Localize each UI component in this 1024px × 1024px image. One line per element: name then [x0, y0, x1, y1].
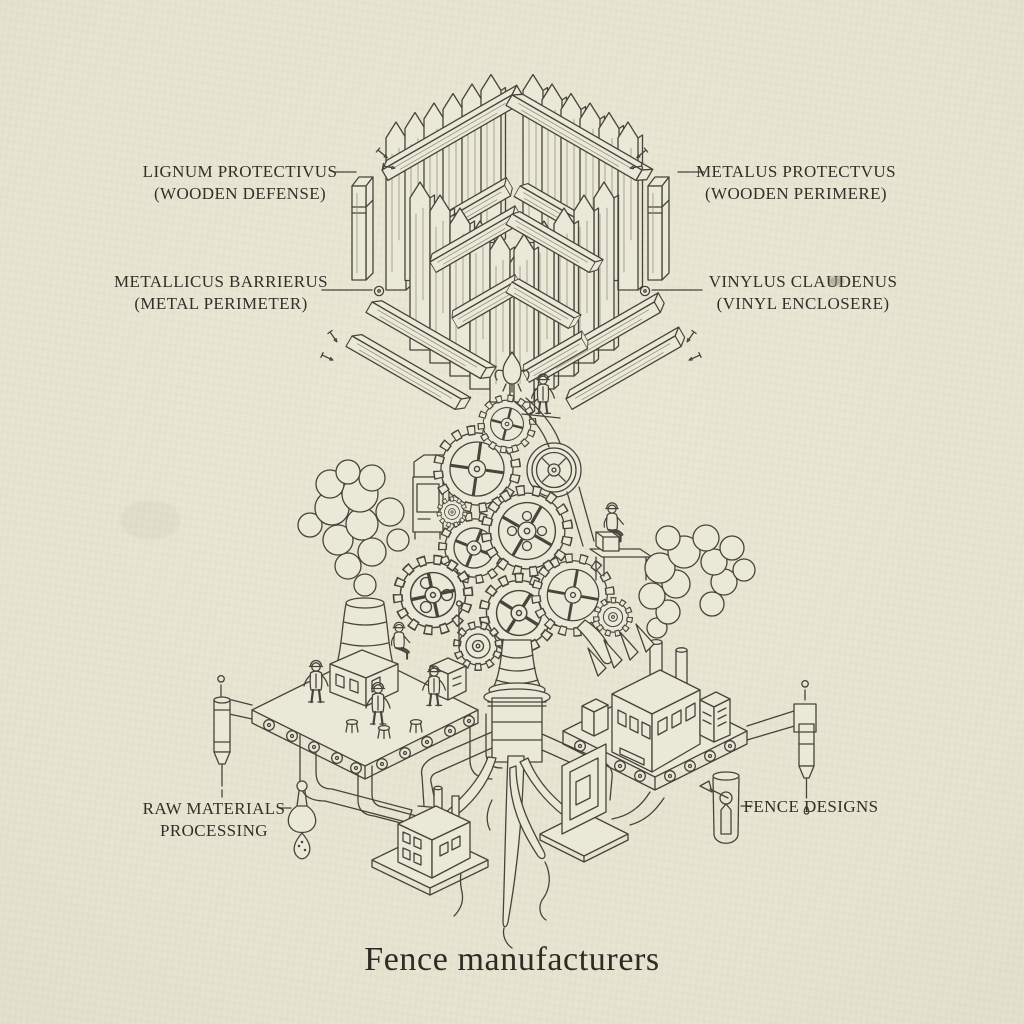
latin-name: METALLICUS BARRIERUS [114, 272, 328, 291]
latin-name: VINYLUS CLAUDENUS [708, 272, 898, 291]
process-label-line: PROCESSING [160, 820, 268, 840]
worker-figure [390, 621, 411, 660]
flask-icon [287, 780, 317, 860]
bottom-left-factory [371, 785, 489, 896]
gear-tree-illustration [391, 372, 653, 706]
right-post [647, 176, 670, 281]
label-metalus-protectvus: METALUS PROTECTVUS (WOODEN PERIMERE) [696, 161, 896, 205]
label-vinylus-claudenus: VINYLUS CLAUDENUS (VINYL ENCLOSERE) [709, 271, 898, 315]
process-label-line: FENCE DESIGNS [743, 797, 879, 816]
label-fence-designs: FENCE DESIGNS [743, 796, 878, 818]
pipes [299, 713, 503, 829]
label-metallicus-barrierus: METALLICUS BARRIERUS (METAL PERIMETER) [114, 271, 328, 315]
common-name: (VINYL ENCLOSERE) [716, 293, 890, 313]
machine-trunk [483, 639, 551, 706]
small-hut [581, 698, 609, 737]
right-factory-illustration [562, 524, 817, 826]
latin-name: LIGNUM PROTECTIVUS [142, 162, 338, 181]
left-injector [213, 674, 253, 798]
factory-building [587, 623, 701, 773]
control-box [699, 691, 731, 743]
common-name: (METAL PERIMETER) [134, 293, 308, 313]
sprout-icon [494, 351, 530, 393]
poster-title: Fence manufacturers [364, 941, 660, 978]
press-machine [539, 743, 629, 863]
test-tube-icon [699, 771, 740, 844]
label-lignum-protectivus: LIGNUM PROTECTIVUS (WOODEN DEFENSE) [143, 161, 338, 205]
label-raw-materials-processing: RAW MATERIALS PROCESSING [143, 798, 286, 842]
fence-illustration [320, 73, 702, 416]
left-post [351, 176, 374, 281]
smoke-cloud [638, 524, 756, 639]
machine-side-platform [589, 531, 653, 581]
smoke-cloud [297, 459, 410, 597]
central-pipe-column [417, 697, 613, 809]
right-injector [746, 679, 817, 815]
paper-stain [828, 276, 844, 286]
common-name: (WOODEN DEFENSE) [153, 183, 327, 203]
latin-name: METALUS PROTECTVUS [696, 162, 896, 181]
label-leader-lines [279, 171, 753, 809]
paper-stain [120, 500, 180, 540]
left-factory-illustration [213, 459, 503, 829]
process-label-line: RAW MATERIALS [142, 799, 286, 818]
common-name: (WOODEN PERIMERE) [705, 183, 887, 203]
